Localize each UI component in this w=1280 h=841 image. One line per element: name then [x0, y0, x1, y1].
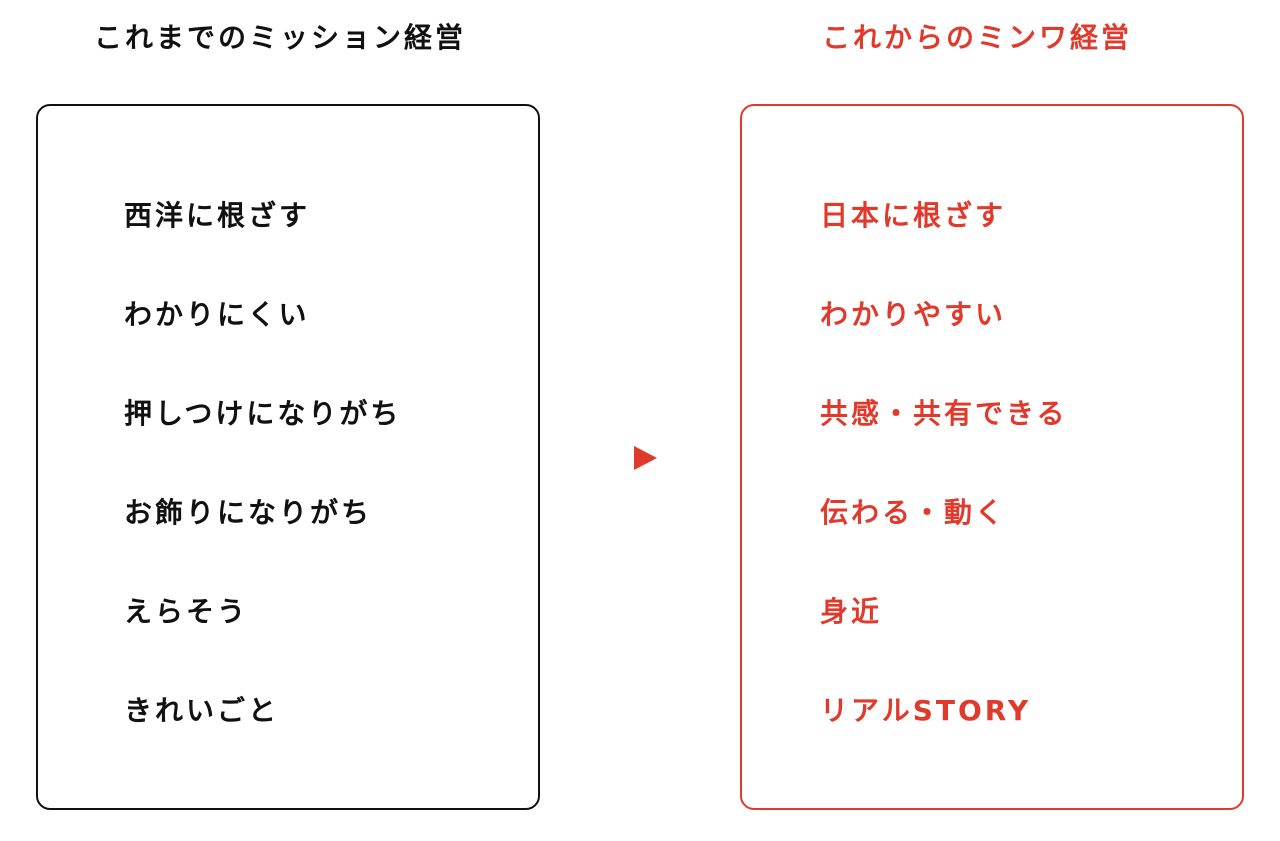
left-item-list: 西洋に根ざす わかりにくい 押しつけになりがち お飾りになりがち えらそう きれ…	[124, 190, 518, 784]
left-item: えらそう	[124, 595, 249, 628]
left-panel: 西洋に根ざす わかりにくい 押しつけになりがち お飾りになりがち えらそう きれ…	[36, 104, 540, 810]
right-item: 日本に根ざす	[820, 199, 1007, 232]
right-item: わかりやすい	[820, 298, 1007, 331]
left-item: お飾りになりがち	[124, 496, 373, 529]
left-item: 西洋に根ざす	[124, 199, 311, 232]
right-item-list: 日本に根ざす わかりやすい 共感・共有できる 伝わる・動く 身近 リアルSTOR…	[820, 190, 1222, 784]
left-item: きれいごと	[124, 694, 280, 727]
right-item: 身近	[820, 595, 883, 628]
right-item: リアルSTORY	[820, 694, 1032, 727]
right-item: 共感・共有できる	[820, 397, 1068, 430]
left-item: わかりにくい	[124, 298, 310, 331]
right-panel: 日本に根ざす わかりやすい 共感・共有できる 伝わる・動く 身近 リアルSTOR…	[740, 104, 1244, 810]
triangle-right-icon	[634, 446, 657, 470]
left-item: 押しつけになりがち	[124, 397, 402, 430]
right-column-title: これからのミンワ経営	[822, 21, 1133, 54]
right-item: 伝わる・動く	[820, 496, 1007, 529]
left-column-title: これまでのミッション経営	[94, 21, 467, 54]
